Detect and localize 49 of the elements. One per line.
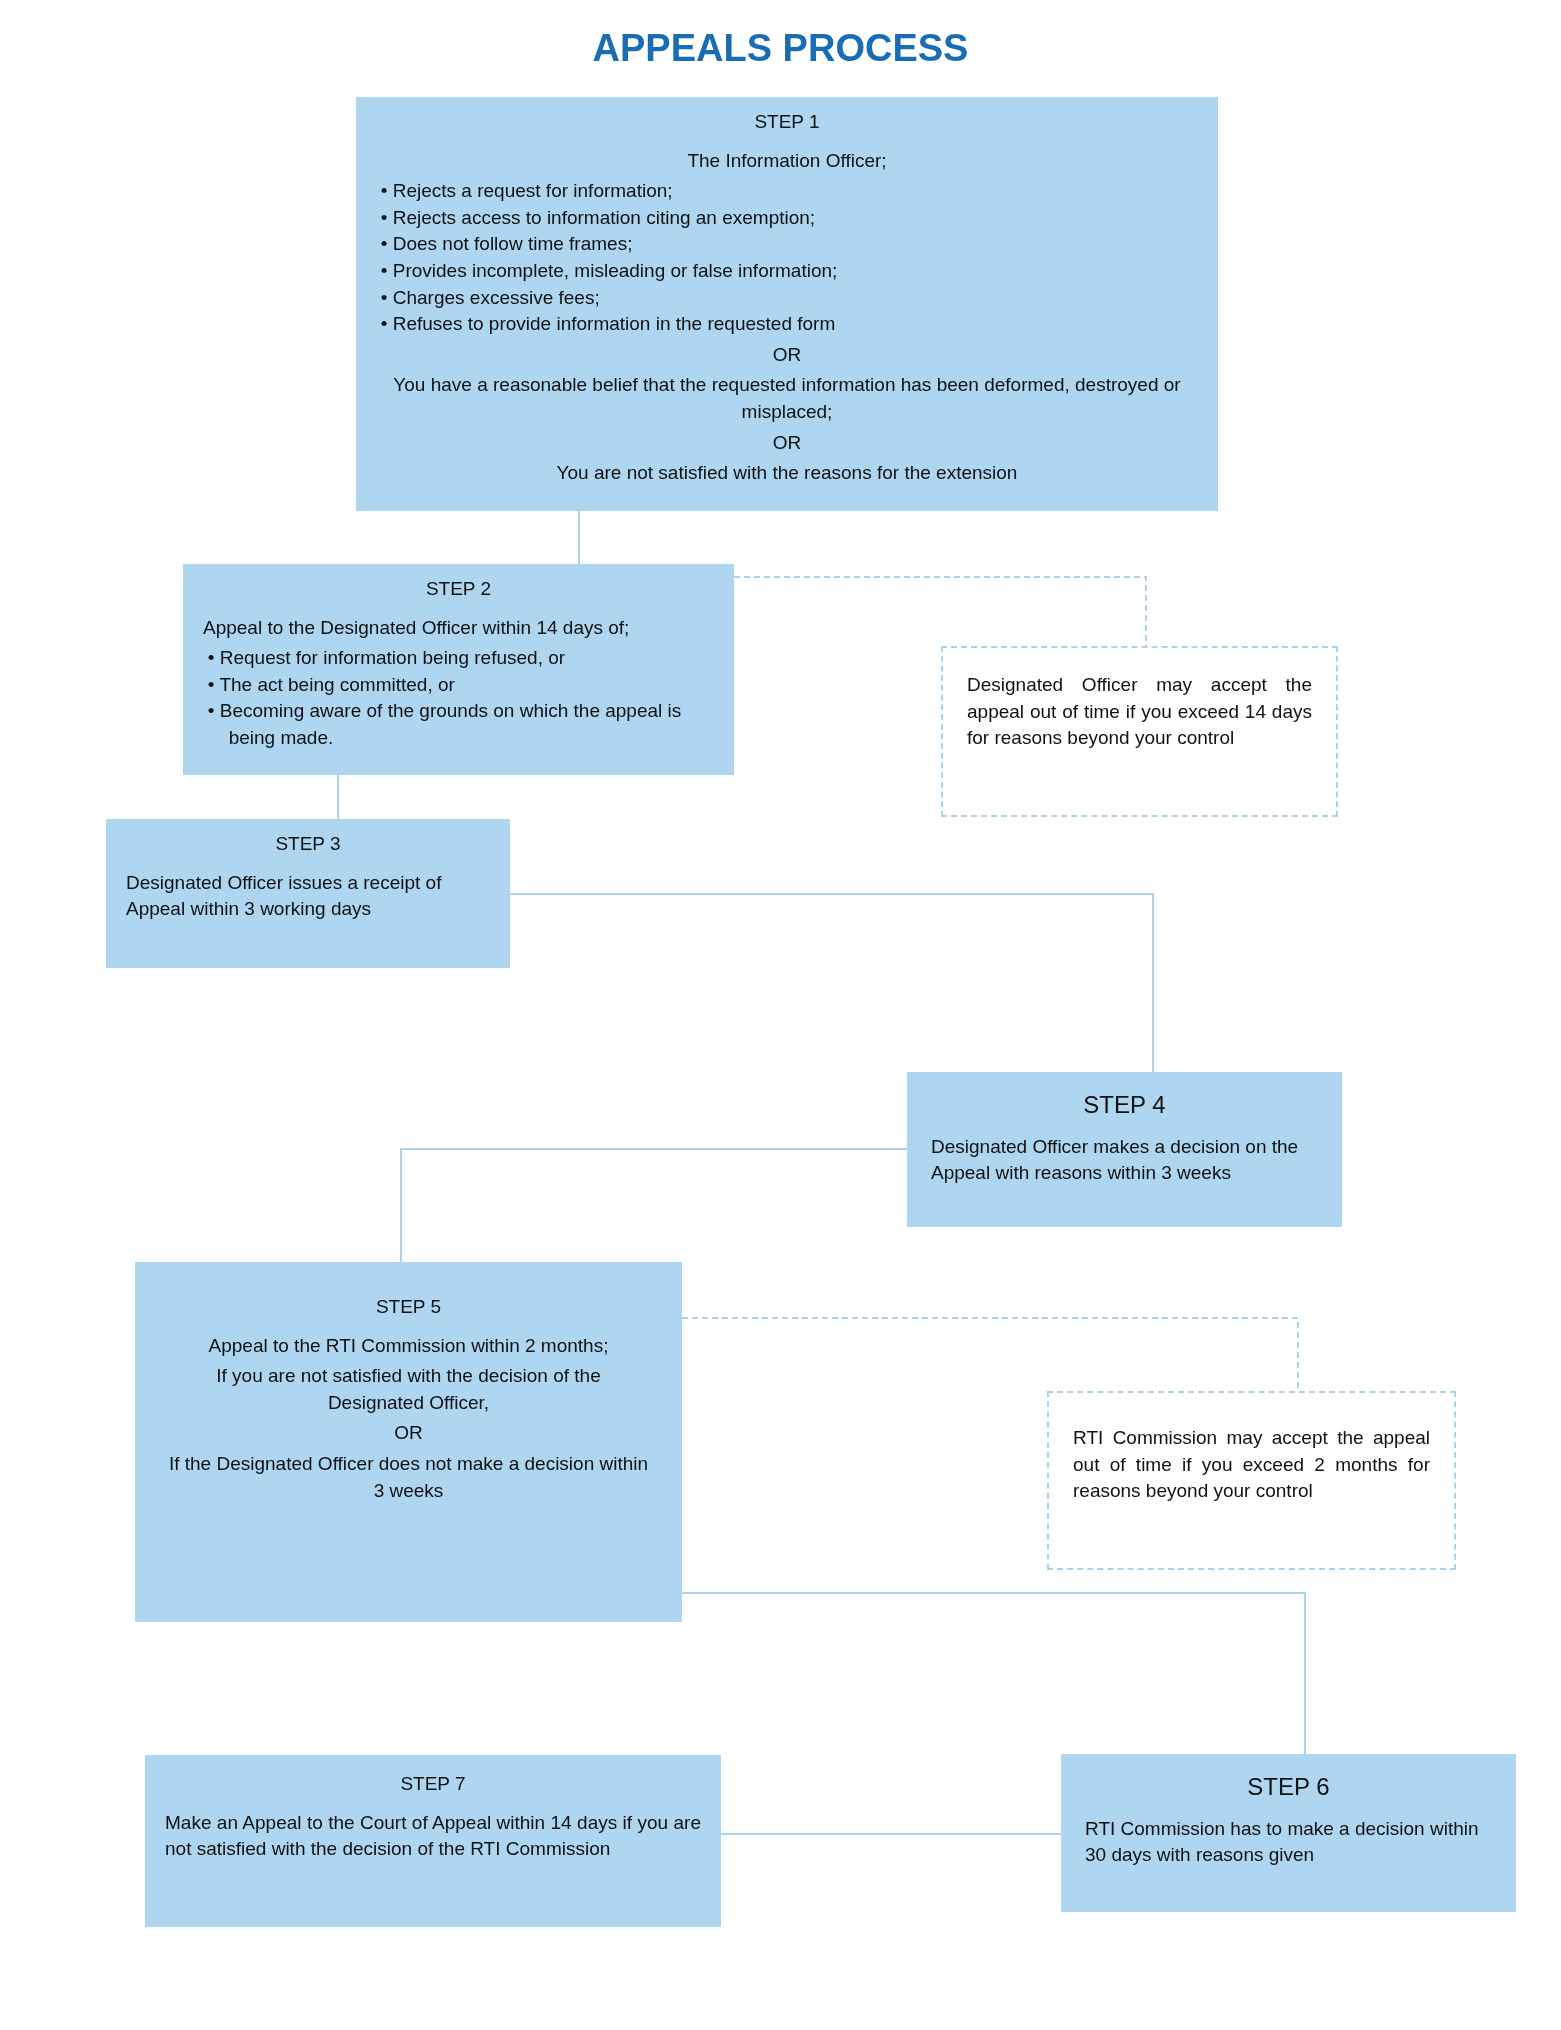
step-text: You are not satisfied with the reasons for the extension bbox=[555, 461, 1019, 486]
step-heading: STEP 1 bbox=[753, 110, 821, 134]
process-box bbox=[135, 1262, 682, 1622]
bullet-item: • Charges excessive fees; bbox=[380, 285, 601, 310]
process-box bbox=[183, 564, 734, 775]
connector-line bbox=[400, 1148, 908, 1263]
step-text: You have a reasonable belief that the requested information has been deformed, destroyed or misplaced; bbox=[392, 373, 1182, 424]
step-text: Appeal to the Designated Officer within 14 days of; bbox=[203, 615, 631, 640]
step-text: Designated Officer may accept the appeal out of time if you exceed 14 days for reasons beyond your control bbox=[967, 673, 1312, 751]
step-heading: STEP 6 bbox=[1246, 1772, 1331, 1802]
step-text: The Information Officer; bbox=[686, 148, 888, 173]
process-box bbox=[356, 97, 1218, 511]
title: APPEALS PROCESS bbox=[591, 26, 970, 71]
step-heading: STEP 3 bbox=[274, 832, 342, 856]
step-text: Make an Appeal to the Court of Appeal within 14 days if you are not satisfied with the decision of the RTI Commission bbox=[165, 1810, 701, 1862]
step-text: If the Designated Officer does not make a decision within 3 weeks bbox=[167, 1451, 650, 1503]
step-text: Designated Officer makes a decision on the Appeal with reasons within 3 weeks bbox=[931, 1134, 1300, 1186]
step-text: If you are not satisfied with the decision of the Designated Officer, bbox=[215, 1364, 602, 1415]
step-text: OR bbox=[771, 430, 803, 455]
step-heading: STEP 4 bbox=[1082, 1090, 1167, 1120]
step-text: RTI Commission may accept the appeal out of time if you exceed 2 months for reasons beyond your control bbox=[1073, 1426, 1430, 1504]
note-box bbox=[1047, 1391, 1456, 1570]
process-box bbox=[106, 819, 510, 968]
bullet-item: • Rejects a request for information; bbox=[380, 179, 674, 204]
step-text: RTI Commission has to make a decision within 30 days with reasons given bbox=[1085, 1816, 1480, 1868]
bullet-item: • Request for information being refused, or bbox=[207, 646, 567, 671]
connector-line bbox=[509, 893, 1154, 1073]
note-box bbox=[941, 646, 1338, 817]
bullet-item: • Provides incomplete, misleading or false information; bbox=[380, 258, 839, 283]
connector-line bbox=[337, 774, 339, 820]
connector-line bbox=[733, 576, 1147, 647]
bullet-item: • Refuses to provide information in the requested form bbox=[380, 312, 837, 337]
step-text: Designated Officer issues a receipt of Appeal within 3 working days bbox=[126, 870, 443, 922]
step-text: Appeal to the RTI Commission within 2 months; bbox=[207, 1333, 610, 1358]
process-box bbox=[145, 1755, 721, 1927]
bullet-item: • Does not follow time frames; bbox=[380, 232, 634, 257]
bullet-item: • The act being committed, or bbox=[207, 672, 456, 697]
connector-line bbox=[681, 1592, 1306, 1755]
bullet-item: • Rejects access to information citing an exemption; bbox=[380, 205, 817, 230]
process-box bbox=[1061, 1754, 1516, 1912]
connector-line bbox=[720, 1833, 1062, 1835]
process-box bbox=[907, 1072, 1342, 1227]
step-heading: STEP 5 bbox=[374, 1295, 443, 1319]
step-heading: STEP 7 bbox=[399, 1772, 467, 1796]
step-heading: STEP 2 bbox=[424, 577, 493, 601]
bullet-item: • Becoming aware of the grounds on which the appeal is being made. bbox=[207, 699, 683, 750]
step-text: OR bbox=[771, 342, 803, 367]
connector-line bbox=[578, 510, 580, 565]
step-text: OR bbox=[393, 1421, 424, 1446]
